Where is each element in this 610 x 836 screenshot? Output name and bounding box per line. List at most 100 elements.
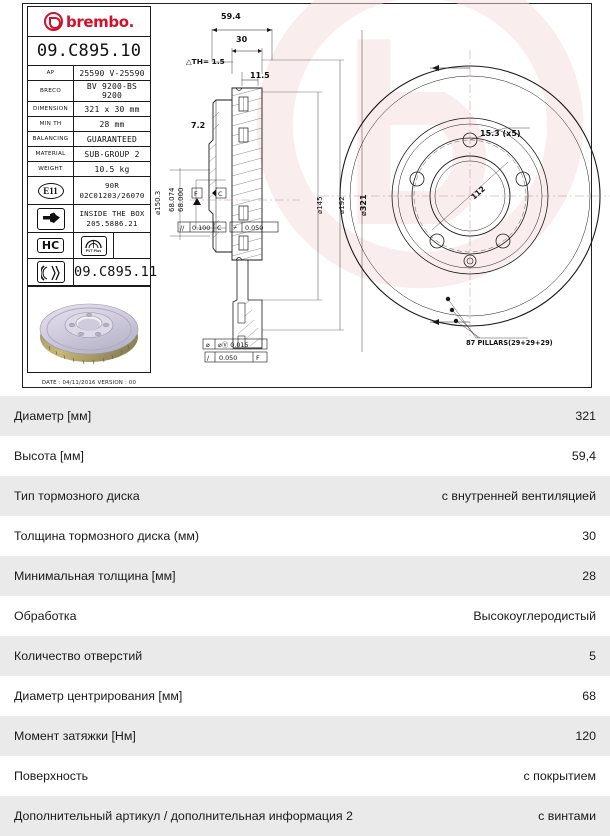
spec-label: Обработка [14,609,77,623]
svg-text:F: F [256,354,260,362]
inside-box-value: INSIDE THE BOX 205.5886.21 [74,205,150,232]
dim-mid-dia: ⌀192 [338,196,346,214]
spec-value: 28 [582,569,596,583]
svg-text://: // [180,224,185,232]
spec-value: Высокоуглеродистый [473,609,596,623]
svg-text:/: / [207,354,210,362]
hc-label: HC [36,238,65,253]
spec-value: с винтами [538,809,596,823]
brembo-logo: brembo. [28,7,150,37]
e11-badge-icon: E11 [28,177,74,204]
row-value: 28 mm [99,119,125,129]
datum-f: F [194,190,198,198]
brembo-monogram-icon [44,12,64,31]
title-block-row-inside-box: INSIDE THE BOX 205.5886.21 [28,205,150,233]
row-value: GUARANTEED [86,134,138,144]
row-key: WEIGHT [28,162,74,176]
drawing-geometry: 59.4 30 △TH= 1.5 11.5 7.2 15.3 (x5) 87 P… [154,12,610,363]
pvt-icon-box: PVT Plus [80,235,107,256]
bolt-icon-box [36,207,65,230]
table-row: Поверхность с покрытием [0,756,610,796]
row-value: 10.5 kg [94,164,130,174]
row-key: MIN TH [28,117,74,131]
dim-hub-bore-min: 68.000 [177,188,185,213]
spec-value: 5 [589,649,596,663]
dim-hat-offset: 11.5 [250,71,270,80]
brembo-wordmark: brembo. [66,12,134,31]
spec-value: с внутренней вентиляцией [441,489,596,503]
brake-disc-photo [39,303,139,364]
spec-label: Минимальная толщина [мм] [14,569,176,583]
inside-box-line2: 205.5886.21 [86,218,138,228]
title-block-row-min-th: MIN TH 28 mm [28,117,150,132]
spec-label: Дополнительный артикул / дополнительная … [14,809,353,823]
row-key: MATERIAL [28,147,74,161]
dim-pcd: 112 [469,184,487,201]
row-key: BRECO [28,81,74,101]
dim-pillars: 87 PILLARS(29+29+29) [466,339,553,347]
homologation-line1: 90R [105,181,119,191]
table-row: Тип тормозного диска с внутренней вентил… [0,476,610,516]
title-block: brembo. 09.C895.10 AP 25590 V-25590 BREC… [27,6,157,373]
row-key: BALANCING [28,132,74,146]
row-value: 25590 V-25590 [79,68,145,78]
pvt-plus-label: PVT Plus [85,248,102,253]
disc-arc-glyph [85,239,102,248]
title-block-row-ap: AP 25590 V-25590 [28,66,150,81]
row-key: AP [28,66,74,80]
title-block-row-material: MATERIAL SUB-GROUP 2 [28,147,150,162]
inside-box-line1: INSIDE THE BOX [79,209,145,219]
title-block-empty-cell [114,233,150,258]
row-value: BV 9200-BS 9200 [86,82,138,100]
datum-c: C [218,190,223,198]
title-block-row-secondary-part: 09.C895.11 [28,259,157,286]
table-row: Высота [мм] 59,4 [0,436,610,476]
row-value: 321 x 30 mm [84,104,140,114]
dim-hub-bore-max: 68.074 [168,187,176,212]
hc-badge-icon: HC [28,233,74,258]
svg-text:⌿: ⌿ [233,224,237,232]
svg-text:0.050: 0.050 [245,224,263,232]
homologation-value: 90R 02C01203/26070 [74,177,150,204]
spec-value: 59,4 [571,449,596,463]
spec-label: Тип тормозного диска [14,489,140,503]
drawing-date-footer: DATE : 04/11/2016 VERSION : 00 [41,380,137,386]
title-block-row-balancing: BALANCING GUARANTEED [28,132,150,147]
table-row: Обработка Высокоуглеродистый [0,596,610,636]
table-row: Минимальная толщина [мм] 28 [0,556,610,596]
dim-step: 7.2 [191,121,205,130]
table-row: Диаметр центрирования [мм] 68 [0,676,610,716]
svg-text:0.050: 0.050 [219,354,237,362]
svg-text:C: C [217,224,222,232]
svg-text:⌀Ⓥ 0.015: ⌀Ⓥ 0.015 [218,341,249,349]
title-block-row-dimension: DIMENSION 321 x 30 mm [28,102,150,117]
spec-label: Диаметр [мм] [14,409,92,423]
dim-bolt-hole: 15.3 (x5) [480,129,521,138]
bolt-glyph [42,212,60,223]
spec-value: с покрытием [523,769,596,783]
svg-text:⌀: ⌀ [206,341,210,349]
table-row: Количество отверстий 5 [0,636,610,676]
technical-drawing: 59.4 30 △TH= 1.5 11.5 7.2 15.3 (x5) 87 P… [0,0,610,396]
homologation-line2: 02C01203/26070 [79,190,145,200]
part-number: 09.C895.10 [28,37,150,66]
title-block-row-breco: BRECO BV 9200-BS 9200 [28,81,150,102]
dim-bore-outer: ⌀150.3 [154,191,162,215]
bolt-icon [28,205,74,232]
spec-value: 120 [575,729,596,743]
spec-label: Момент затяжки [Нм] [14,729,136,743]
title-block-row-hc: HC PVT Plus [28,233,150,259]
row-key: DIMENSION [28,102,74,116]
disc-pad-glyph [40,264,60,281]
table-row: Момент затяжки [Нм] 120 [0,716,610,756]
spec-value: 30 [582,529,596,543]
spec-label: Количество отверстий [14,649,143,663]
table-row: Толщина тормозного диска (мм) 30 [0,516,610,556]
pvt-plus-icon: PVT Plus [74,233,114,258]
spec-value: 321 [575,409,596,423]
brake-disc-icon-box [36,261,65,283]
table-row: Диаметр [мм] 321 [0,396,610,436]
e11-label: E11 [37,182,64,199]
secondary-part-number: 09.C895.11 [74,264,158,280]
